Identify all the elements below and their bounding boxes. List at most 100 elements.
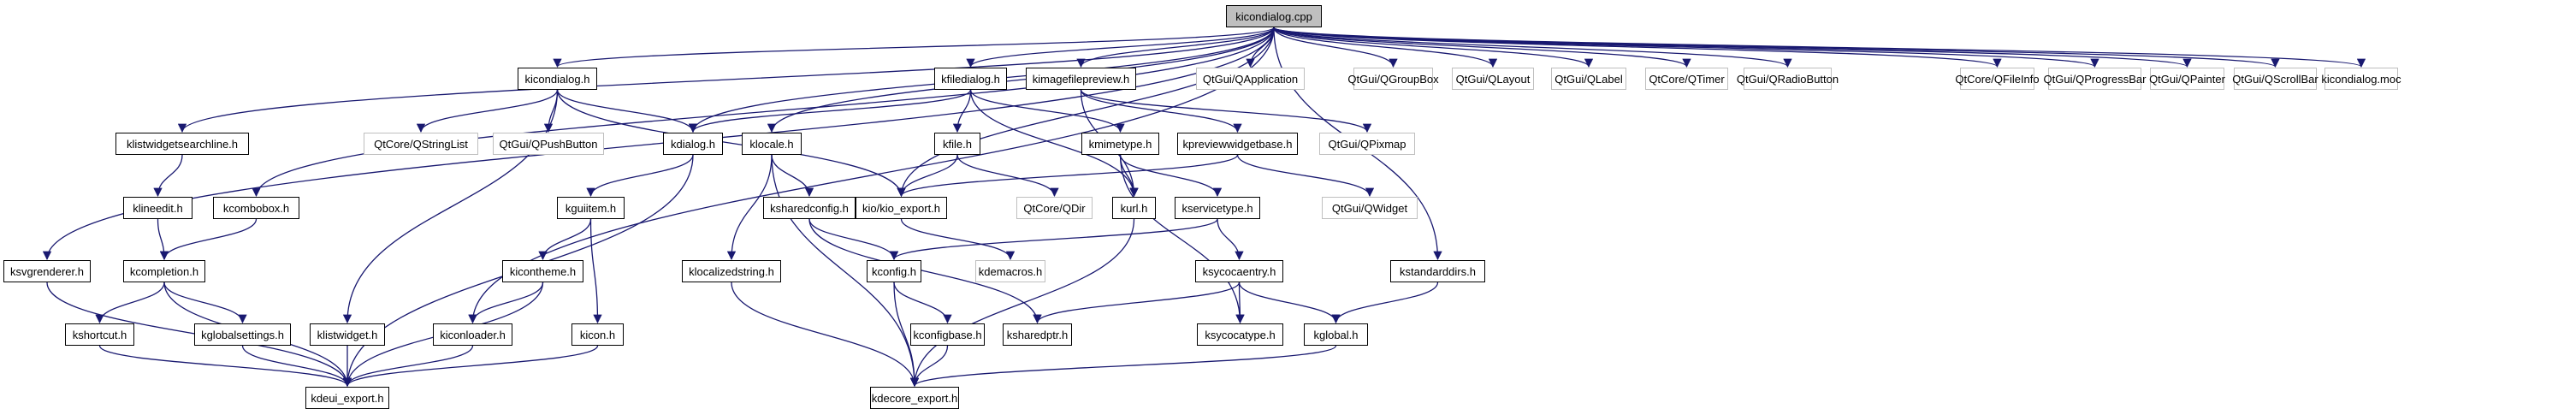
node-kconfigbase-h[interactable]: kconfigbase.h xyxy=(910,323,985,346)
node-label: kfiledialog.h xyxy=(941,72,1000,86)
node-label: klocale.h xyxy=(749,137,794,151)
node-klistwidget-h[interactable]: klistwidget.h xyxy=(310,323,385,346)
edge-kicondialog-h-to-kdialog-h xyxy=(556,89,698,133)
node-kglobalsettings-h[interactable]: kglobalsettings.h xyxy=(194,323,291,346)
node-klocalizedstring-h[interactable]: klocalizedstring.h xyxy=(682,260,781,282)
node-label: ksharedptr.h xyxy=(1006,328,1069,341)
node-qscrollbar[interactable]: QtGui/QScrollBar xyxy=(2232,68,2318,90)
node-qstringlist[interactable]: QtCore/QStringList xyxy=(364,133,478,155)
edge-kfiledialog-h-to-kdialog-h xyxy=(688,89,972,133)
edge-kicon-h-to-kdeui-export-h xyxy=(342,345,599,388)
edge-klistwidgetsearchline-h-to-klineedit-h xyxy=(153,154,183,198)
node-kfiledialog-h[interactable]: kfiledialog.h xyxy=(934,68,1007,90)
edge-kicondialog-cpp-to-klocale-h xyxy=(767,27,1275,133)
node-qapplication[interactable]: QtGui/QApplication xyxy=(1196,68,1305,90)
node-qtimer[interactable]: QtCore/QTimer xyxy=(1645,68,1728,90)
edge-kstandarddirs-h-to-kglobal-h xyxy=(1331,282,1439,324)
node-label: kicontheme.h xyxy=(509,264,577,278)
node-label: kcombobox.h xyxy=(222,201,290,215)
edge-kicondialog-cpp-to-kio-export-h xyxy=(897,27,1275,198)
node-qpixmap[interactable]: QtGui/QPixmap xyxy=(1319,133,1415,155)
edge-ksharedconfig-h-to-ksharedptr-h xyxy=(808,218,1042,324)
edge-kguiitem-h-to-kicontheme-h xyxy=(538,218,592,261)
node-label: kicon.h xyxy=(579,328,616,341)
node-kdeui-export-h[interactable]: kdeui_export.h xyxy=(305,387,389,409)
node-label: kicondialog.moc xyxy=(2321,72,2401,86)
node-label: QtGui/QRadioButton xyxy=(1736,72,1839,86)
node-label: QtGui/QScrollBar xyxy=(2232,72,2318,86)
edge-klocale-h-to-klocalizedstring-h xyxy=(726,154,773,261)
node-kservicetype-h[interactable]: kservicetype.h xyxy=(1175,197,1260,219)
node-qfileinfo[interactable]: QtCore/QFileInfo xyxy=(1955,68,2040,90)
node-klistwidgetsearchline-h[interactable]: klistwidgetsearchline.h xyxy=(115,133,249,155)
node-kcompletion-h[interactable]: kcompletion.h xyxy=(123,260,205,282)
node-label: kglobalsettings.h xyxy=(201,328,284,341)
node-label: kshortcut.h xyxy=(72,328,127,341)
edge-kservicetype-h-to-kconfig-h xyxy=(889,218,1218,261)
node-label: kconfigbase.h xyxy=(913,328,982,341)
node-qgroupbox[interactable]: QtGui/QGroupBox xyxy=(1347,68,1439,90)
node-kicondialog-moc[interactable]: kicondialog.moc xyxy=(2321,68,2401,90)
node-qpushbutton[interactable]: QtGui/QPushButton xyxy=(493,133,604,155)
node-label: kcompletion.h xyxy=(129,264,199,278)
node-kurl-h[interactable]: kurl.h xyxy=(1112,197,1156,219)
node-ksharedconfig-h[interactable]: ksharedconfig.h xyxy=(763,197,856,219)
node-kshortcut-h[interactable]: kshortcut.h xyxy=(65,323,134,346)
edge-kicontheme-h-to-kiconloader-h xyxy=(468,282,544,324)
node-klineedit-h[interactable]: klineedit.h xyxy=(123,197,192,219)
edge-kfile-h-to-qdir xyxy=(956,154,1059,198)
node-klocale-h[interactable]: klocale.h xyxy=(742,133,802,155)
node-kdialog-h[interactable]: kdialog.h xyxy=(663,133,723,155)
edge-kcompletion-h-to-kglobalsettings-h xyxy=(163,282,247,324)
node-qdir[interactable]: QtCore/QDir xyxy=(1016,197,1093,219)
edge-kiconloader-h-to-kdeui-export-h xyxy=(342,345,474,388)
node-kguiitem-h[interactable]: kguiitem.h xyxy=(557,197,625,219)
node-label: QtGui/QWidget xyxy=(1331,201,1408,215)
node-kio-export-h[interactable]: kio/kio_export.h xyxy=(856,197,947,219)
node-kdecore-export-h[interactable]: kdecore_export.h xyxy=(870,387,959,409)
node-ksycocatype-h[interactable]: ksycocatype.h xyxy=(1197,323,1283,346)
node-qpainter[interactable]: QtGui/QPainter xyxy=(2149,68,2225,90)
edge-kconfig-h-to-kconfigbase-h xyxy=(893,282,952,324)
node-qlabel[interactable]: QtGui/QLabel xyxy=(1551,68,1626,90)
node-label: kdecore_export.h xyxy=(871,391,958,405)
edge-kicondialog-cpp-to-kfiledialog-h xyxy=(966,27,1275,68)
node-qradiobutton[interactable]: QtGui/QRadioButton xyxy=(1737,68,1839,90)
node-kicontheme-h[interactable]: kicontheme.h xyxy=(502,260,583,282)
node-kstandarddirs-h[interactable]: kstandarddirs.h xyxy=(1390,260,1485,282)
edge-klocale-h-to-ksharedconfig-h xyxy=(771,154,814,198)
edge-ksycocaentry-h-to-ksharedptr-h xyxy=(1033,282,1241,324)
node-label: ksvgrenderer.h xyxy=(10,264,84,278)
node-kicondialog-h[interactable]: kicondialog.h xyxy=(518,68,597,90)
node-kfile-h[interactable]: kfile.h xyxy=(934,133,980,155)
node-label: QtGui/QPixmap xyxy=(1328,137,1406,151)
node-qwidget[interactable]: QtGui/QWidget xyxy=(1322,197,1418,219)
node-kiconloader-h[interactable]: kiconloader.h xyxy=(433,323,512,346)
edge-kmimetype-h-to-kurl-h xyxy=(1119,154,1139,198)
node-kdemacros-h[interactable]: kdemacros.h xyxy=(975,260,1045,282)
node-kmimetype-h[interactable]: kmimetype.h xyxy=(1081,133,1159,155)
edge-ksycocaentry-h-to-kglobal-h xyxy=(1238,282,1341,324)
node-kglobal-h[interactable]: kglobal.h xyxy=(1304,323,1368,346)
node-kcombobox-h[interactable]: kcombobox.h xyxy=(213,197,299,219)
node-kicon-h[interactable]: kicon.h xyxy=(571,323,624,346)
node-label: kio/kio_export.h xyxy=(862,201,941,215)
node-label: klineedit.h xyxy=(133,201,183,215)
node-ksvgrenderer-h[interactable]: ksvgrenderer.h xyxy=(3,260,91,282)
edge-kglobalsettings-h-to-kdeui-export-h xyxy=(241,345,352,388)
node-ksharedptr-h[interactable]: ksharedptr.h xyxy=(1003,323,1072,346)
node-kpreviewwidgetbase-h[interactable]: kpreviewwidgetbase.h xyxy=(1177,133,1298,155)
node-label: ksycocaentry.h xyxy=(1202,264,1276,278)
edge-layer xyxy=(42,27,2366,388)
node-label: QtGui/QGroupBox xyxy=(1347,72,1439,86)
node-qlayout[interactable]: QtGui/QLayout xyxy=(1452,68,1534,90)
node-label: QtGui/QLabel xyxy=(1554,72,1623,86)
node-kconfig-h[interactable]: kconfig.h xyxy=(867,260,921,282)
node-kimagefilepreview-h[interactable]: kimagefilepreview.h xyxy=(1026,68,1136,90)
edge-klineedit-h-to-kcompletion-h xyxy=(157,218,169,261)
node-ksycocaentry-h[interactable]: ksycocaentry.h xyxy=(1195,260,1283,282)
edge-kurl-h-to-kdecore-export-h xyxy=(909,218,1135,388)
edge-kicondialog-cpp-to-qgroupbox xyxy=(1273,27,1398,68)
node-kicondialog-cpp[interactable]: kicondialog.cpp xyxy=(1226,5,1322,27)
node-qprogressbar[interactable]: QtGui/QProgressBar xyxy=(2044,68,2146,90)
